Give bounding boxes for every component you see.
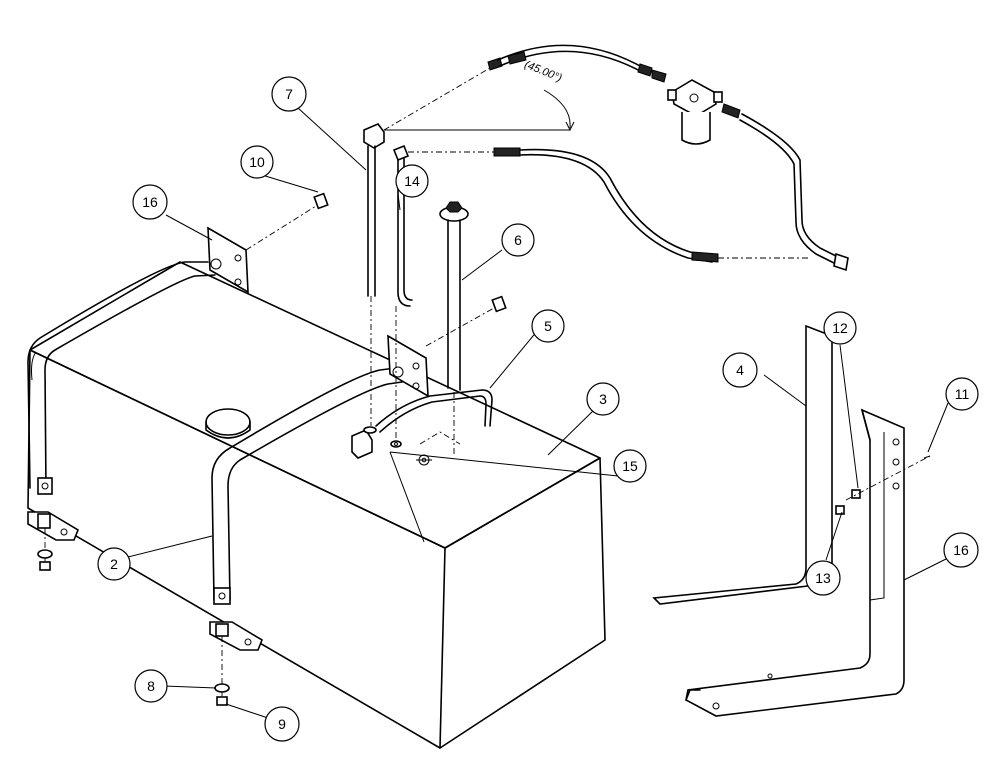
washer-nut-rear xyxy=(37,528,53,571)
fuel-filter xyxy=(667,79,741,145)
fuel-tank xyxy=(27,261,606,749)
bolt-13 xyxy=(835,505,845,515)
nut-9 xyxy=(216,696,228,706)
fastener-11 xyxy=(845,455,931,501)
svg-text:16: 16 xyxy=(953,542,969,558)
callout-5: 5 xyxy=(531,309,565,343)
tank-strap-front xyxy=(211,367,403,605)
fitting-10 xyxy=(245,192,329,251)
callout-2: 2 xyxy=(97,547,131,581)
vent-tube-7 xyxy=(363,123,385,426)
callout-16-left: 16 xyxy=(132,184,168,220)
callout-12: 12 xyxy=(823,311,857,345)
callout-15: 15 xyxy=(613,449,647,483)
callout-11: 11 xyxy=(945,377,979,411)
callout-13: 13 xyxy=(805,560,841,596)
fuel-hose-return xyxy=(408,147,808,263)
tank-bracket-rear xyxy=(207,226,249,294)
callout-8: 8 xyxy=(134,669,168,703)
callout-3: 3 xyxy=(586,382,620,416)
pickup-fitting-15 xyxy=(351,426,402,459)
svg-text:14: 14 xyxy=(404,173,420,189)
callout-10: 10 xyxy=(240,145,274,179)
fitting-front xyxy=(425,295,507,347)
svg-text:3: 3 xyxy=(599,391,607,407)
tank-bracket-front xyxy=(387,334,429,398)
svg-text:6: 6 xyxy=(514,232,522,248)
filler-cap xyxy=(205,408,251,439)
tank-bracket-right xyxy=(685,408,905,717)
bolt-12 xyxy=(851,489,861,499)
mount-bracket-front-bottom xyxy=(209,621,263,651)
leader-lines xyxy=(123,107,949,719)
svg-text:16: 16 xyxy=(142,194,158,210)
svg-text:4: 4 xyxy=(736,362,744,378)
svg-text:13: 13 xyxy=(815,570,831,586)
svg-text:10: 10 xyxy=(249,154,265,170)
callout-4: 4 xyxy=(722,352,758,388)
svg-text:15: 15 xyxy=(622,458,638,474)
svg-text:5: 5 xyxy=(544,318,552,334)
svg-text:7: 7 xyxy=(285,86,293,102)
fuel-hose-filter-outlet xyxy=(739,113,849,272)
callout-6: 6 xyxy=(501,223,535,257)
sender-mount-pattern xyxy=(416,431,461,466)
svg-text:2: 2 xyxy=(110,556,118,572)
angle-dimension: (45.00°) xyxy=(384,59,575,132)
fuel-line-5 xyxy=(375,389,493,433)
mount-bracket-rear-bottom xyxy=(27,511,79,541)
svg-text:9: 9 xyxy=(278,716,286,732)
callout-14: 14 xyxy=(395,164,429,198)
tank-strap-rear xyxy=(27,261,216,495)
fuel-sender-6 xyxy=(439,201,469,456)
washer-8 xyxy=(214,636,230,696)
fuel-hose-upper xyxy=(383,44,667,131)
callout-9: 9 xyxy=(264,706,300,742)
svg-text:8: 8 xyxy=(147,678,155,694)
callout-7: 7 xyxy=(271,76,307,112)
return-tube-14 xyxy=(392,144,413,440)
svg-text:12: 12 xyxy=(832,320,848,336)
svg-text:11: 11 xyxy=(955,386,970,402)
callout-16-right: 16 xyxy=(943,532,979,568)
angle-label: (45.00°) xyxy=(523,59,564,85)
